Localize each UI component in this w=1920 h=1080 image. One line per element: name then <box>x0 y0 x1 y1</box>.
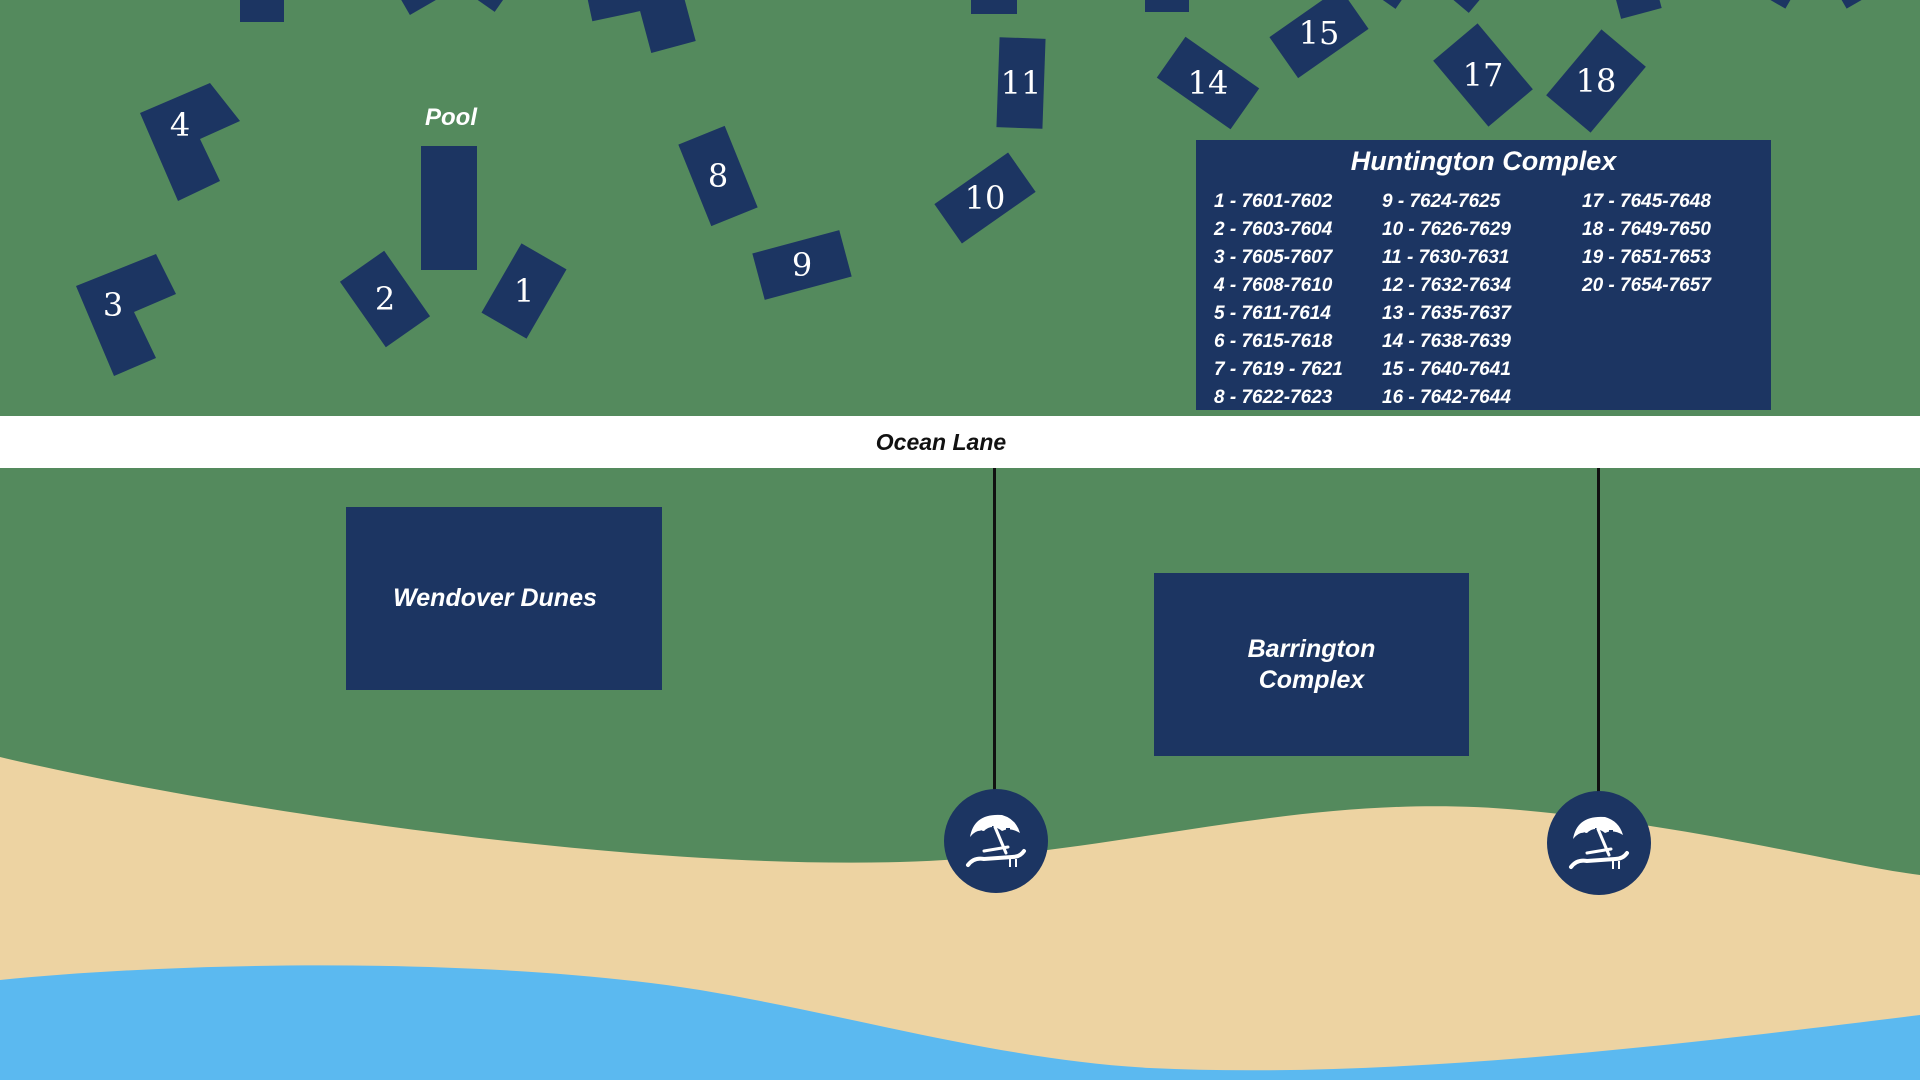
legend-entry: 20 - 7654-7657 <box>1582 275 1711 296</box>
building-number: 18 <box>1575 62 1617 100</box>
building-3: 3 <box>76 254 178 376</box>
legend-entry: 14 - 7638-7639 <box>1382 331 1511 352</box>
building-number: 15 <box>1298 13 1340 52</box>
pool <box>421 146 477 270</box>
l-building-shape <box>76 254 176 376</box>
beach-access-marker <box>944 789 1048 893</box>
legend-entry: 4 - 7608-7610 <box>1214 275 1333 296</box>
building-number: 2 <box>374 280 396 318</box>
legend-entry: 17 - 7645-7648 <box>1582 191 1711 212</box>
wendover-dunes: Wendover Dunes <box>346 507 662 690</box>
building-number: 1 <box>513 272 535 310</box>
legend-entry: 5 - 7611-7614 <box>1214 303 1331 324</box>
barrington-label-line2: Complex <box>1258 665 1365 694</box>
building-11: 11 <box>996 37 1046 129</box>
building-number: 17 <box>1462 56 1504 94</box>
building-number: 3 <box>102 286 124 324</box>
building-number: 11 <box>1000 64 1042 102</box>
building-partial <box>240 0 284 22</box>
legend-column-2: 9 - 7624-7625 10 - 7626-7629 11 - 7630-7… <box>1382 188 1511 412</box>
legend-entry: 15 - 7640-7641 <box>1382 359 1511 380</box>
legend-entry: 9 - 7624-7625 <box>1382 191 1501 212</box>
legend-entry: 19 - 7651-7653 <box>1582 247 1711 268</box>
building-number: 4 <box>169 106 191 144</box>
pool-label: Pool <box>425 104 477 131</box>
legend-entry: 10 - 7626-7629 <box>1382 219 1511 240</box>
legend-entry: 12 - 7632-7634 <box>1382 275 1511 296</box>
legend-column-1: 1 - 7601-7602 2 - 7603-7604 3 - 7605-760… <box>1214 188 1343 412</box>
building-number: 14 <box>1187 64 1229 102</box>
l-building-shape <box>140 83 240 201</box>
road-label: Ocean Lane <box>875 428 1007 455</box>
legend-entry: 3 - 7605-7607 <box>1214 247 1333 268</box>
legend-entry: 13 - 7635-7637 <box>1382 303 1511 324</box>
beach-path <box>1597 468 1600 794</box>
legend-title: Huntington Complex <box>1350 146 1617 176</box>
building-partial <box>1145 0 1189 12</box>
legend-column-3: 17 - 7645-7648 18 - 7649-7650 19 - 7651-… <box>1582 188 1711 300</box>
beach-path <box>993 468 996 792</box>
ocean-water <box>0 965 1920 1080</box>
legend-entry: 2 - 7603-7604 <box>1214 219 1333 240</box>
building-partial <box>971 0 1017 14</box>
barrington-complex: Barrington Complex <box>1154 573 1469 756</box>
legend-entry: 1 - 7601-7602 <box>1214 191 1333 212</box>
beach-access-marker <box>1547 791 1651 895</box>
building-number: 8 <box>707 157 729 195</box>
huntington-legend: Huntington Complex 1 - 7601-7602 2 - 760… <box>1196 140 1771 410</box>
wendover-dunes-label: Wendover Dunes <box>393 584 597 612</box>
legend-entry: 7 - 7619 - 7621 <box>1214 359 1343 380</box>
beach-umbrella-chair-icon <box>966 814 1026 867</box>
barrington-label-line1: Barrington <box>1247 634 1376 663</box>
building-number: 10 <box>964 179 1006 217</box>
ocean-lane-road: Ocean Lane <box>0 416 1920 468</box>
legend-entry: 6 - 7615-7618 <box>1214 331 1333 352</box>
beach-umbrella-chair-icon <box>1569 816 1629 869</box>
legend-entry: 18 - 7649-7650 <box>1582 219 1711 240</box>
legend-entry: 11 - 7630-7631 <box>1382 247 1510 268</box>
building-number: 9 <box>791 246 813 284</box>
building-4: 4 <box>140 83 240 203</box>
legend-entry: 8 - 7622-7623 <box>1214 387 1333 408</box>
legend-entry: 16 - 7642-7644 <box>1382 387 1511 408</box>
